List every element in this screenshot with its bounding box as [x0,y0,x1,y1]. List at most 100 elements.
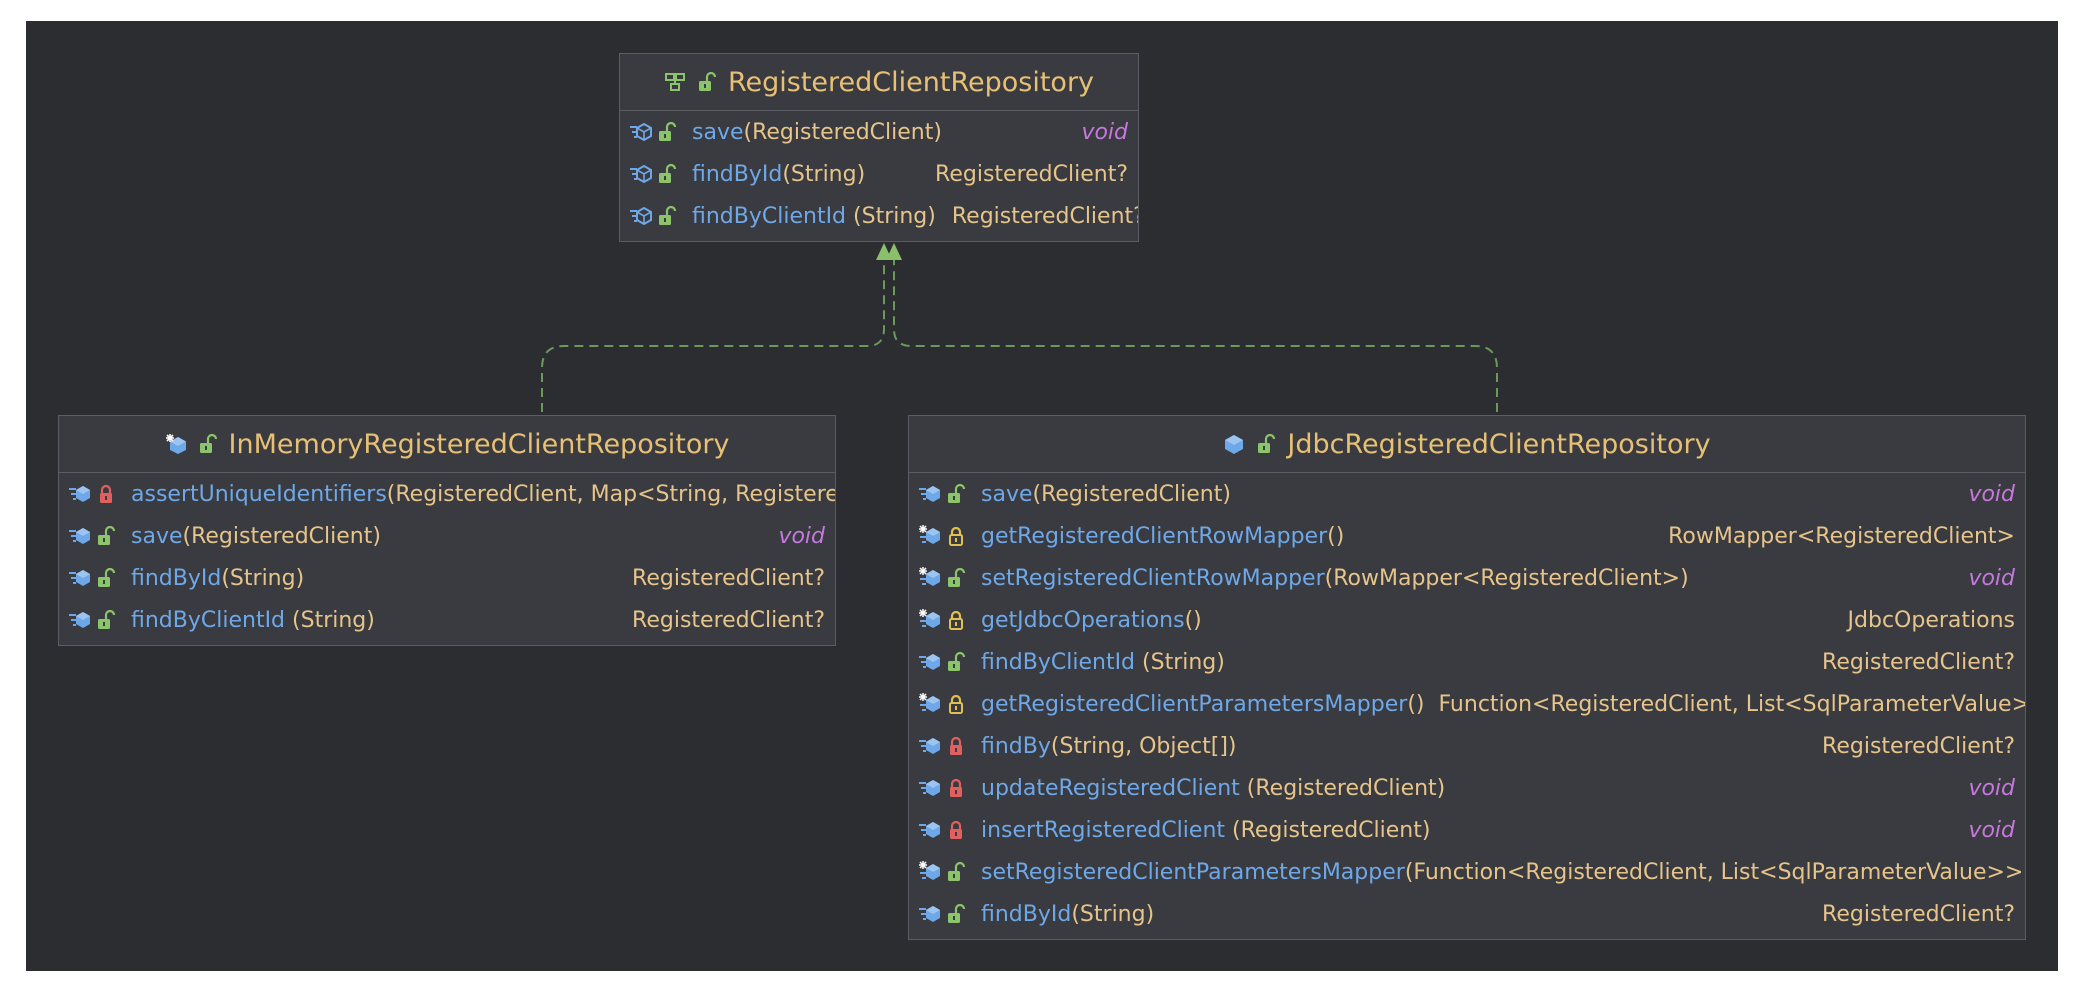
method-params: (String, Object[]) [1050,733,1237,759]
method-row-updateregisteredclient[interactable]: updateRegisteredClient (RegisteredClient… [909,767,2025,809]
method-icons [919,777,967,799]
static-method-icon [919,525,941,547]
protected-lock-icon [945,609,967,631]
method-icons [630,121,678,143]
method-params: (String) [1135,649,1225,675]
method-params: (RegisteredClient) [743,119,942,145]
public-lock-icon [95,525,117,547]
method-name: findByClientId [131,607,286,633]
method-row-findbyclientid[interactable]: findByClientId (String) RegisteredClient? [620,195,1138,237]
method-icons [630,163,678,185]
public-lock-icon [656,121,678,143]
method-row-findbyid[interactable]: findById(String) RegisteredClient? [59,557,835,599]
method-return-type: RegisteredClient? [1822,649,2015,675]
method-row-save[interactable]: save(RegisteredClient)void [909,473,2025,515]
abstract-method-icon [630,163,652,185]
method-row-getregisteredclientparametersmapper[interactable]: getRegisteredClientParametersMapper()Fun… [909,683,2025,725]
method-params: (RegisteredClient, Map<String, Registere… [386,481,835,507]
method-row-findbyid[interactable]: findById(String)RegisteredClient? [620,153,1138,195]
method-name: setRegisteredClientParametersMapper [981,859,1405,885]
inmemory-header: InMemoryRegisteredClientRepository [59,416,835,473]
method-name: getJdbcOperations [981,607,1185,633]
public-lock-icon [656,205,678,227]
method-icon [919,483,941,505]
inmemory-title: InMemoryRegisteredClientRepository [228,428,730,460]
method-return-type: void [1968,481,2015,507]
edge-jdbc-implements [893,251,1498,412]
method-return-type: RegisteredClient? [632,565,825,591]
method-params: () [1407,691,1425,717]
method-row-setregisteredclientrowmapper[interactable]: setRegisteredClientRowMapper(RowMapper<R… [909,557,2025,599]
method-return-type: RegisteredClient? [1822,901,2015,927]
method-row-findby[interactable]: findBy(String, Object[])RegisteredClient… [909,725,2025,767]
interface-registered-client-repository[interactable]: RegisteredClientRepository save(Register… [619,53,1139,242]
public-lock-icon [95,567,117,589]
method-name: getRegisteredClientRowMapper [981,523,1328,549]
method-row-findbyclientid[interactable]: findByClientId (String) RegisteredClient? [59,599,835,641]
method-params: (RegisteredClient) [1239,775,1446,801]
method-name: findById [131,565,222,591]
method-icons [919,903,967,925]
public-lock-icon [945,861,967,883]
method-return-type: RegisteredClient? [951,203,1138,229]
method-row-assertuniqueidentifiers[interactable]: assertUniqueIdentifiers(RegisteredClient… [59,473,835,515]
method-name: findById [981,901,1072,927]
method-icons [919,567,967,589]
method-params: (String) [221,565,305,591]
method-icon [69,609,91,631]
jdbc-title: JdbcRegisteredClientRepository [1287,428,1711,460]
method-row-save[interactable]: save(RegisteredClient) void [620,111,1138,153]
jdbc-header: JdbcRegisteredClientRepository [909,416,2025,473]
method-row-getregisteredclientrowmapper[interactable]: getRegisteredClientRowMapper()RowMapper<… [909,515,2025,557]
class-inmemory-registered-client-repository[interactable]: InMemoryRegisteredClientRepository asser… [58,415,836,646]
method-icons [919,525,967,547]
method-return-type: void [1081,119,1128,145]
method-name: findById [692,161,783,187]
abstract-method-icon [630,205,652,227]
private-lock-icon [945,777,967,799]
class-jdbc-registered-client-repository[interactable]: JdbcRegisteredClientRepository save(Regi… [908,415,2026,940]
method-return-type: JdbcOperations [1847,607,2015,633]
arrowhead-jdbc [886,243,902,260]
method-params: (Function<RegisteredClient, List<SqlPara… [1404,859,2025,885]
method-name: save [692,119,744,145]
method-return-type: void [778,523,825,549]
static-method-icon [919,693,941,715]
public-lock-icon [1255,433,1277,455]
method-row-findbyid[interactable]: findById(String)RegisteredClient? [909,893,2025,935]
method-params: (RegisteredClient) [182,523,381,549]
class-icon [1223,433,1245,455]
method-icons [630,205,678,227]
method-name: findByClientId [981,649,1136,675]
method-params: (String) [285,607,375,633]
method-name: getRegisteredClientParametersMapper [981,691,1408,717]
method-params: () [1327,523,1345,549]
method-return-type: RegisteredClient? [632,607,825,633]
method-row-getjdbcoperations[interactable]: getJdbcOperations()JdbcOperations [909,599,2025,641]
static-method-icon [919,567,941,589]
private-lock-icon [945,735,967,757]
method-row-insertregisteredclient[interactable]: insertRegisteredClient (RegisteredClient… [909,809,2025,851]
method-icons [69,609,117,631]
method-return-type: void [1968,817,2015,843]
public-lock-icon [945,903,967,925]
method-row-findbyclientid[interactable]: findByClientId (String) RegisteredClient? [909,641,2025,683]
method-icons [69,525,117,547]
method-row-save[interactable]: save(RegisteredClient)void [59,515,835,557]
method-row-setregisteredclientparametersmapper[interactable]: setRegisteredClientParametersMapper(Func… [909,851,2025,893]
public-lock-icon [95,609,117,631]
method-return-type: RegisteredClient? [1822,733,2015,759]
method-name: findByClientId [692,203,847,229]
abstract-method-icon [630,121,652,143]
method-icon [69,483,91,505]
method-icons [919,735,967,757]
method-name: assertUniqueIdentifiers [131,481,387,507]
interface-title: RegisteredClientRepository [727,66,1095,98]
method-icon [919,903,941,925]
interface-header: RegisteredClientRepository [620,54,1138,111]
method-icons [69,567,117,589]
method-params: (RowMapper<RegisteredClient>) [1324,565,1689,591]
method-params: (String) [846,203,936,229]
method-icons [919,819,967,841]
method-icon [69,567,91,589]
